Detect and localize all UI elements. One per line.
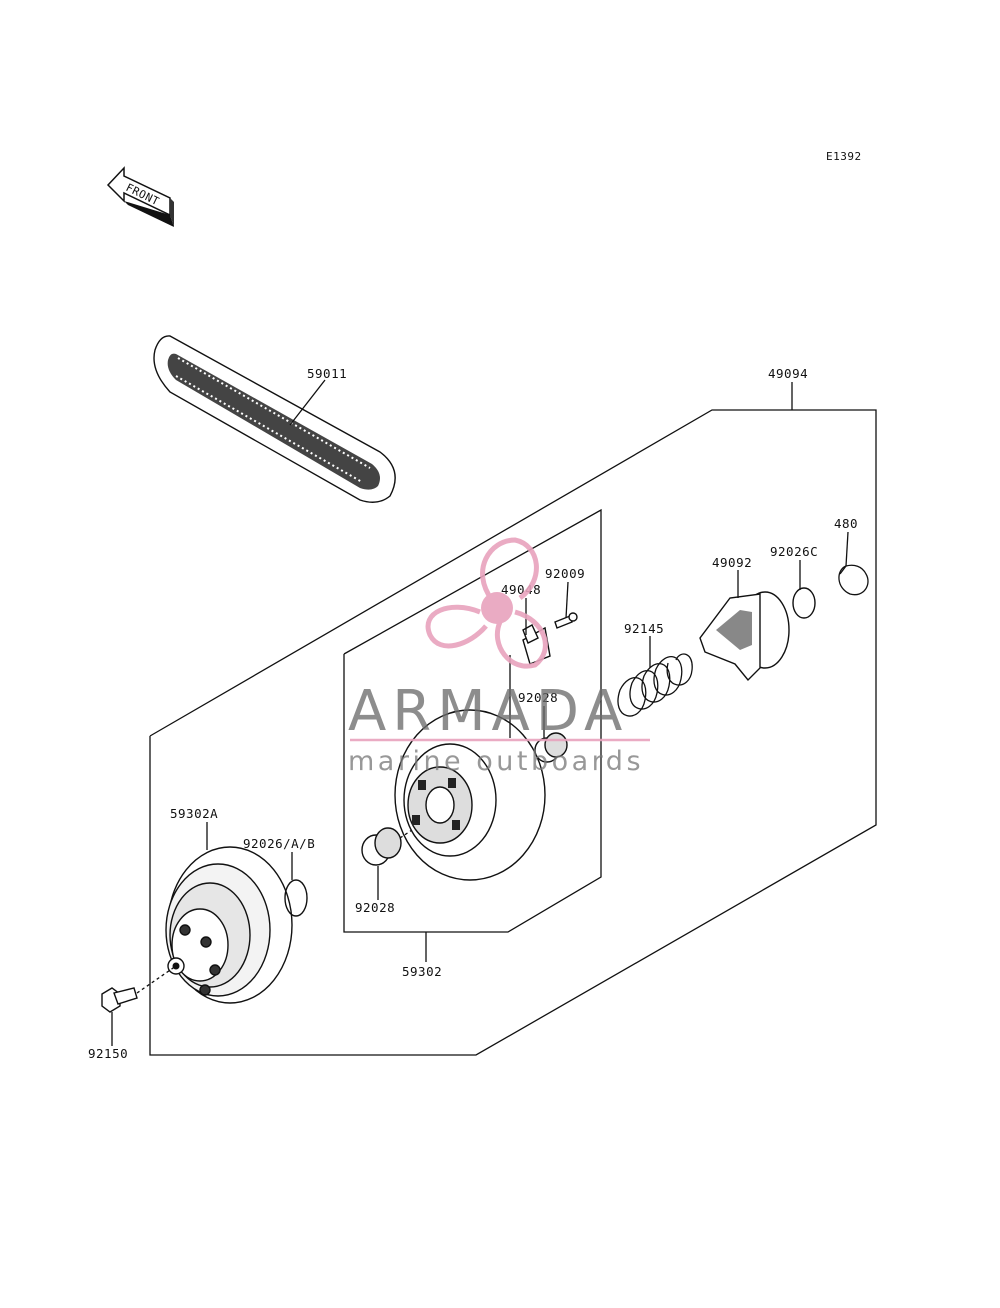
assembly-frame-49094 [149, 409, 877, 1056]
label-49094: 49094 [768, 366, 808, 381]
leader-59011 [289, 379, 326, 426]
watermark-tagline: marine outboards [348, 746, 644, 777]
leader-480 [845, 531, 849, 567]
bushing-92028-bottom-part [361, 827, 413, 866]
leader-92009 [565, 581, 569, 619]
circlip-480-part [838, 564, 869, 596]
label-49092: 49092 [712, 555, 752, 570]
label-92145: 92145 [624, 621, 664, 636]
o-ring-92026ab-part [284, 879, 308, 917]
assembly-frame-59302 [343, 508, 602, 933]
bolt-92150-part [101, 965, 177, 1013]
label-92009: 92009 [545, 566, 585, 581]
label-92028-top: 92028 [518, 690, 558, 705]
diagram-code: E1392 [826, 150, 862, 163]
label-92150: 92150 [88, 1046, 128, 1061]
front-arrow-icon: FRONT [106, 166, 174, 227]
label-59011: 59011 [307, 366, 347, 381]
movable-sheave-part [394, 709, 546, 881]
label-59302: 59302 [402, 964, 442, 979]
label-59302a: 59302A [170, 806, 218, 821]
label-92026ab: 92026/A/B [243, 836, 315, 851]
armada-watermark-logo: ARMADA marine outboards [348, 537, 650, 777]
cam-49092-part [699, 591, 790, 682]
propeller-logo-icon [425, 537, 548, 669]
o-ring-92026c-part [792, 587, 816, 619]
watermark-brand: ARMADA [348, 679, 628, 744]
label-92028-bottom: 92028 [355, 900, 395, 915]
drive-belt-part [153, 335, 396, 503]
label-480: 480 [834, 516, 858, 531]
fixed-sheave-part [165, 846, 293, 1004]
screw-92009-part [554, 612, 578, 629]
label-92026c: 92026C [770, 544, 818, 559]
spring-92145-part [617, 653, 693, 717]
